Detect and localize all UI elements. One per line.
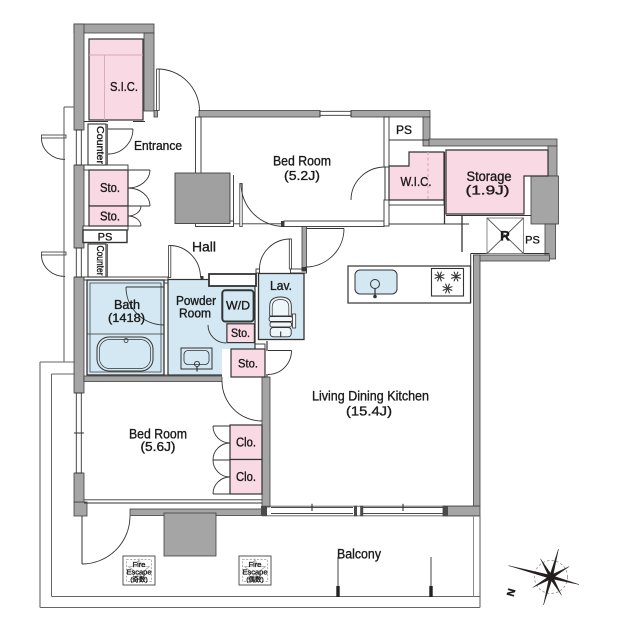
svg-text:Entrance: Entrance	[134, 138, 182, 153]
svg-text:Lav.: Lav.	[270, 279, 292, 293]
svg-text:Room: Room	[179, 307, 211, 321]
svg-text:Clo.: Clo.	[236, 470, 256, 484]
svg-text:N: N	[504, 587, 518, 597]
svg-text:PS: PS	[525, 235, 540, 247]
svg-text:Escape: Escape	[126, 568, 151, 577]
svg-text:Sto.: Sto.	[100, 210, 120, 224]
svg-text:(5.6J): (5.6J)	[141, 439, 176, 454]
svg-text:Counter: Counter	[94, 126, 106, 165]
svg-text:Balcony: Balcony	[337, 547, 381, 562]
svg-text:Bath: Bath	[114, 298, 140, 312]
svg-text:Sto.: Sto.	[100, 181, 120, 195]
svg-text:(奇数): (奇数)	[130, 575, 147, 584]
svg-text:Counter: Counter	[94, 246, 106, 276]
svg-text:(偶数): (偶数)	[246, 575, 263, 584]
svg-text:Sto.: Sto.	[231, 328, 250, 340]
svg-text:(1418): (1418)	[108, 313, 145, 325]
svg-text:(15.4J): (15.4J)	[346, 404, 392, 419]
svg-text:PS: PS	[98, 232, 113, 244]
svg-text:W/D: W/D	[226, 299, 250, 313]
svg-text:Bed Room: Bed Room	[273, 154, 331, 169]
svg-text:W.I.C.: W.I.C.	[401, 175, 432, 189]
svg-text:Fire: Fire	[133, 560, 146, 569]
svg-text:(1.9J): (1.9J)	[466, 184, 510, 198]
svg-text:Sto.: Sto.	[238, 357, 258, 371]
svg-text:S.I.C.: S.I.C.	[110, 79, 138, 94]
svg-text:Clo.: Clo.	[236, 436, 256, 450]
svg-text:(5.2J): (5.2J)	[284, 168, 320, 183]
svg-text:Living Dining Kitchen: Living Dining Kitchen	[312, 388, 429, 404]
svg-text:Storage: Storage	[467, 169, 512, 184]
svg-text:Hall: Hall	[192, 240, 216, 255]
svg-text:Powder: Powder	[176, 294, 216, 308]
svg-text:PS: PS	[396, 123, 412, 137]
svg-text:Escape: Escape	[242, 568, 267, 577]
svg-text:Fire: Fire	[249, 560, 262, 569]
svg-text:R: R	[500, 229, 510, 244]
svg-text:Bed Room: Bed Room	[129, 427, 187, 442]
